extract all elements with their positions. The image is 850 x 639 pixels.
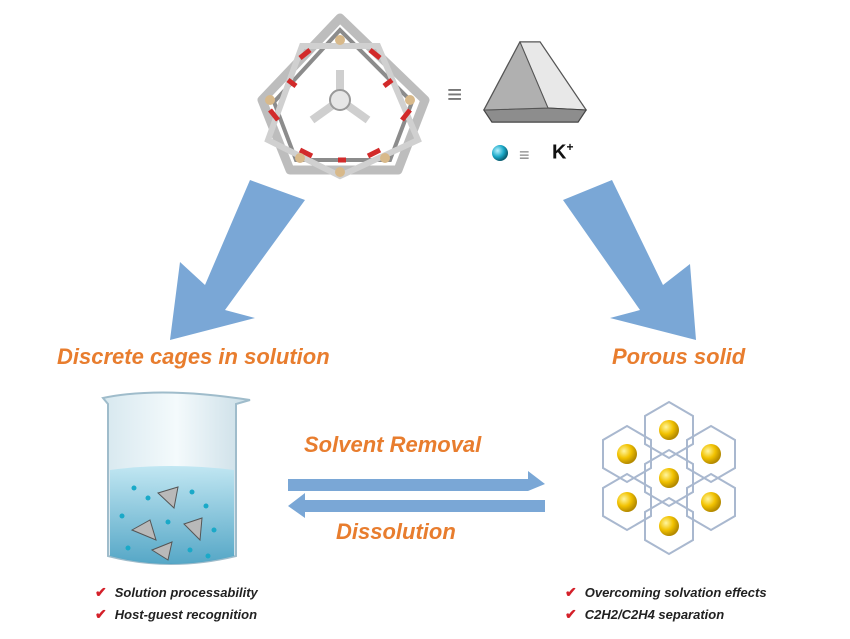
arrow-solvent-removal <box>288 471 545 491</box>
truncated-tetrahedron-icon <box>483 40 587 123</box>
feature-item: ✔Overcoming solvation effects <box>565 584 767 600</box>
guest-spheres <box>617 420 721 536</box>
equivalence-symbol-small: ≡ <box>519 145 530 165</box>
arrow-dissolution <box>288 493 545 518</box>
feature-item: ✔C2H2/C2H4 separation <box>565 606 725 622</box>
right-feature-list: ✔Overcoming solvation effects ✔C2H2/C2H4… <box>565 581 767 625</box>
check-icon: ✔ <box>95 584 107 600</box>
feature-item: ✔Solution processability <box>95 584 258 600</box>
check-icon: ✔ <box>565 584 577 600</box>
check-icon: ✔ <box>565 606 577 622</box>
dissolution-label: Dissolution <box>336 519 456 544</box>
equivalence-symbol: ≡ <box>447 79 462 109</box>
check-icon: ✔ <box>95 606 107 622</box>
feature-item: ✔Host-guest recognition <box>95 606 258 622</box>
right-title: Porous solid <box>612 344 746 369</box>
potassium-ion-label: K+ <box>552 140 574 164</box>
potassium-ions <box>119 485 217 559</box>
beaker-icon <box>101 391 251 565</box>
solvent-removal-label: Solvent Removal <box>304 432 482 457</box>
cage-particle <box>130 486 203 561</box>
left-feature-list: ✔Solution processability ✔Host-guest rec… <box>95 581 258 625</box>
left-title: Discrete cages in solution <box>57 344 330 369</box>
cage-molecule <box>257 13 430 180</box>
potassium-ion-icon <box>492 145 508 161</box>
arrow-down-right <box>563 180 696 340</box>
arrow-down-left <box>170 180 305 340</box>
honeycomb-lattice <box>602 400 736 556</box>
